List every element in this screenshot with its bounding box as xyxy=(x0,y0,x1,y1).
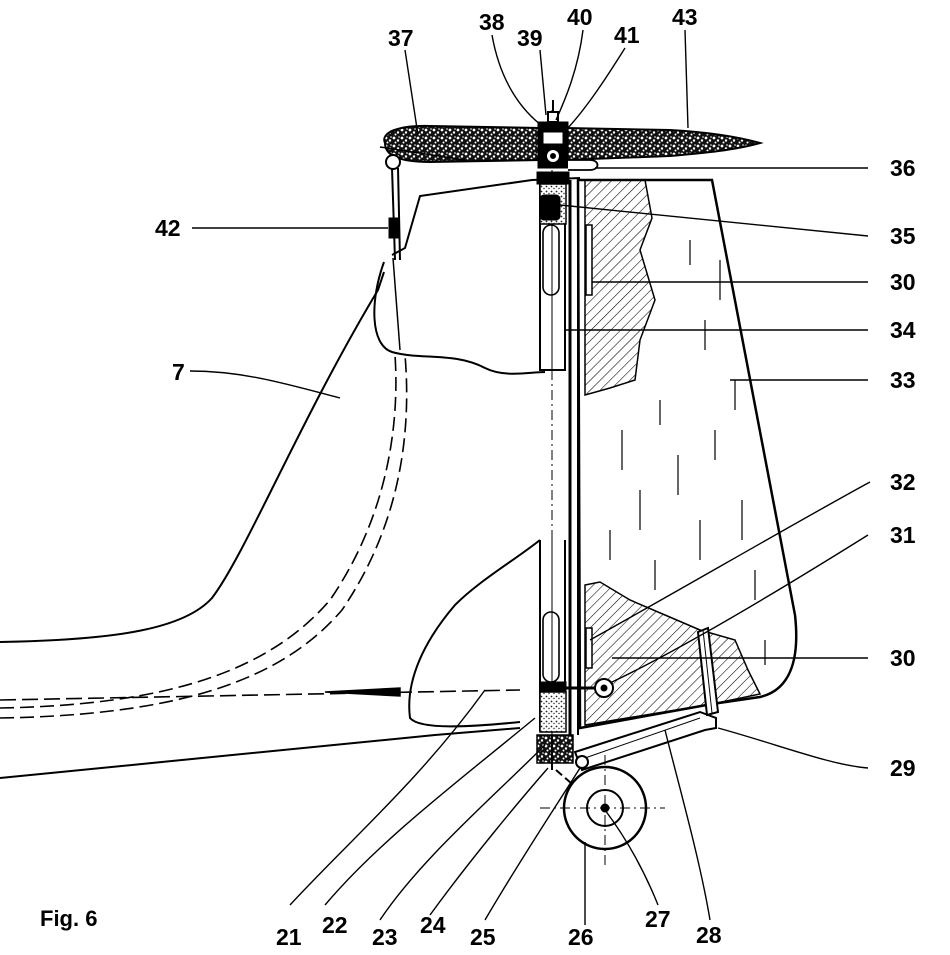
lower-cutaway-outline xyxy=(409,540,540,726)
fuselage-lower-outline xyxy=(0,728,520,778)
callout-40: 40 xyxy=(567,4,593,30)
callout-29: 29 xyxy=(890,755,916,781)
upper-cutaway-blob xyxy=(374,262,545,374)
callout-36: 36 xyxy=(890,155,916,181)
upper-bushing xyxy=(537,172,569,224)
upper-cutaway-blob-inner xyxy=(393,258,400,350)
rudder xyxy=(578,180,796,728)
callout-24: 24 xyxy=(420,912,446,938)
upper-tube-slot xyxy=(543,225,559,295)
callout-31: 31 xyxy=(890,522,916,548)
callout-35: 35 xyxy=(890,223,916,249)
propeller-blade-right xyxy=(565,128,760,160)
lower-bushing xyxy=(537,682,573,770)
callout-34: 34 xyxy=(890,317,916,343)
callout-30-lower: 30 xyxy=(890,645,916,671)
callout-7: 7 xyxy=(172,359,185,385)
pushrod-tip xyxy=(325,688,400,696)
callout-30-upper: 30 xyxy=(890,269,916,295)
callout-33: 33 xyxy=(890,367,916,393)
callout-41: 41 xyxy=(614,22,640,48)
callout-43: 43 xyxy=(672,4,698,30)
turnbuckle xyxy=(389,218,399,238)
fuselage xyxy=(0,272,520,778)
callout-21: 21 xyxy=(276,924,302,950)
upper-hinge-slot xyxy=(586,225,592,295)
lower-tube-slot xyxy=(543,612,559,682)
callout-38: 38 xyxy=(479,9,505,35)
callout-25: 25 xyxy=(470,924,496,950)
callout-22: 22 xyxy=(322,912,348,938)
figure-caption: Fig. 6 xyxy=(40,906,97,931)
callout-39: 39 xyxy=(517,25,543,51)
callout-27: 27 xyxy=(645,906,671,932)
propeller-blade-left xyxy=(384,126,540,162)
callout-42: 42 xyxy=(155,215,181,241)
callout-23: 23 xyxy=(372,924,398,950)
fuselage-dashed-line-inner xyxy=(0,355,407,718)
fuselage-dashed-line-outer xyxy=(0,355,396,708)
lower-cutaway xyxy=(409,540,540,726)
fuselage-horizontal-dashed xyxy=(0,690,520,700)
callout-28: 28 xyxy=(696,922,722,948)
callout-37: 37 xyxy=(388,25,414,51)
callout-26: 26 xyxy=(568,924,594,950)
callout-32: 32 xyxy=(890,469,916,495)
lower-hinge-slot xyxy=(586,628,592,668)
fuselage-upper-outline xyxy=(0,272,384,642)
